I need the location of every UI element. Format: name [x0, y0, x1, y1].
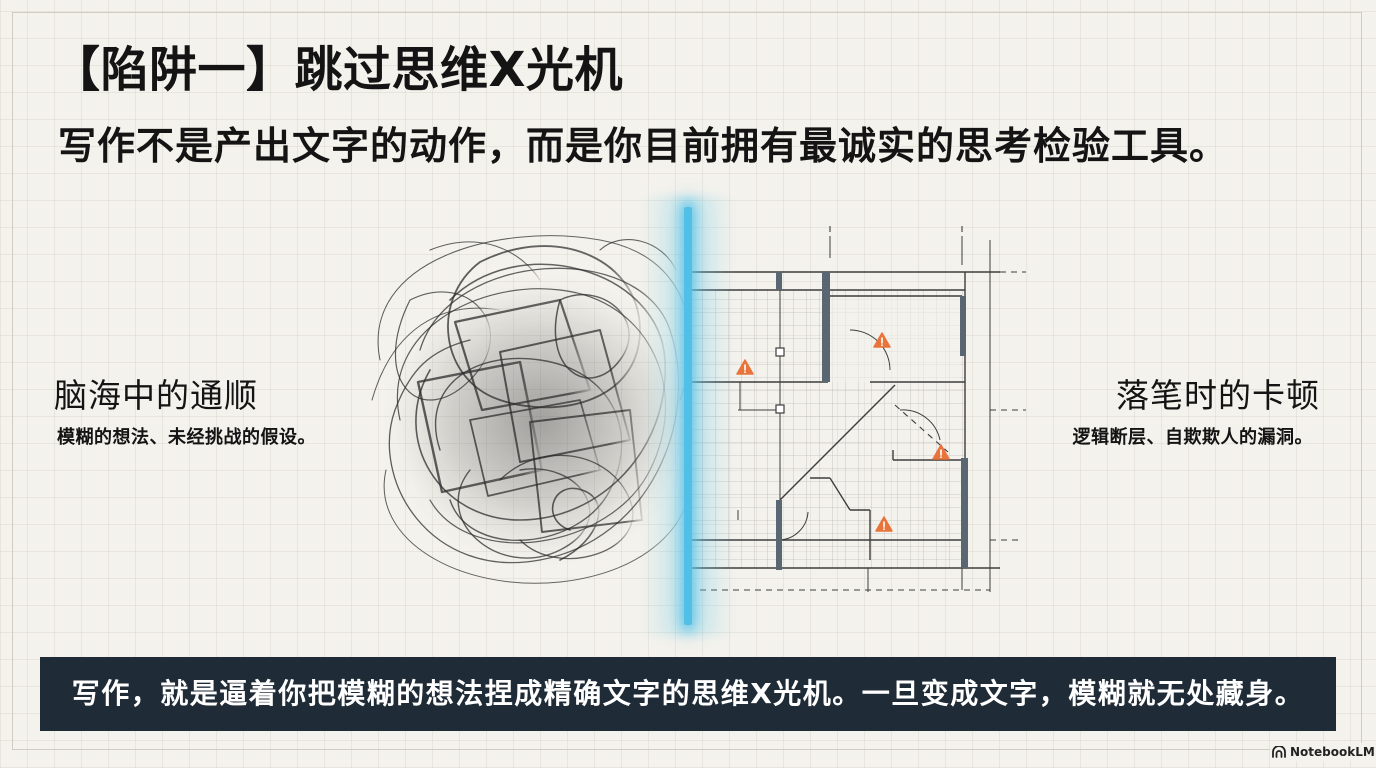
notebooklm-logo-icon — [1272, 746, 1286, 758]
left-heading: 脑海中的通顺 — [54, 376, 258, 415]
slide-title: 【陷阱一】跳过思维X光机 — [52, 42, 624, 98]
conclusion-banner: 写作，就是逼着你把模糊的想法捏成精确文字的思维X光机。一旦变成文字，模糊就无处藏… — [40, 657, 1336, 731]
slide-subtitle: 写作不是产出文字的动作，而是你目前拥有最诚实的思考检验工具。 — [58, 124, 1229, 168]
notebooklm-badge: NotebookLM — [1270, 743, 1376, 761]
notebooklm-label: NotebookLM — [1290, 745, 1375, 759]
right-caption: 逻辑断层、自欺欺人的漏洞。 — [1072, 427, 1313, 448]
right-heading: 落笔时的卡顿 — [1116, 376, 1320, 415]
left-caption: 模糊的想法、未经挑战的假设。 — [57, 427, 316, 448]
slide-frame — [12, 12, 1362, 750]
scan-line — [684, 207, 692, 625]
